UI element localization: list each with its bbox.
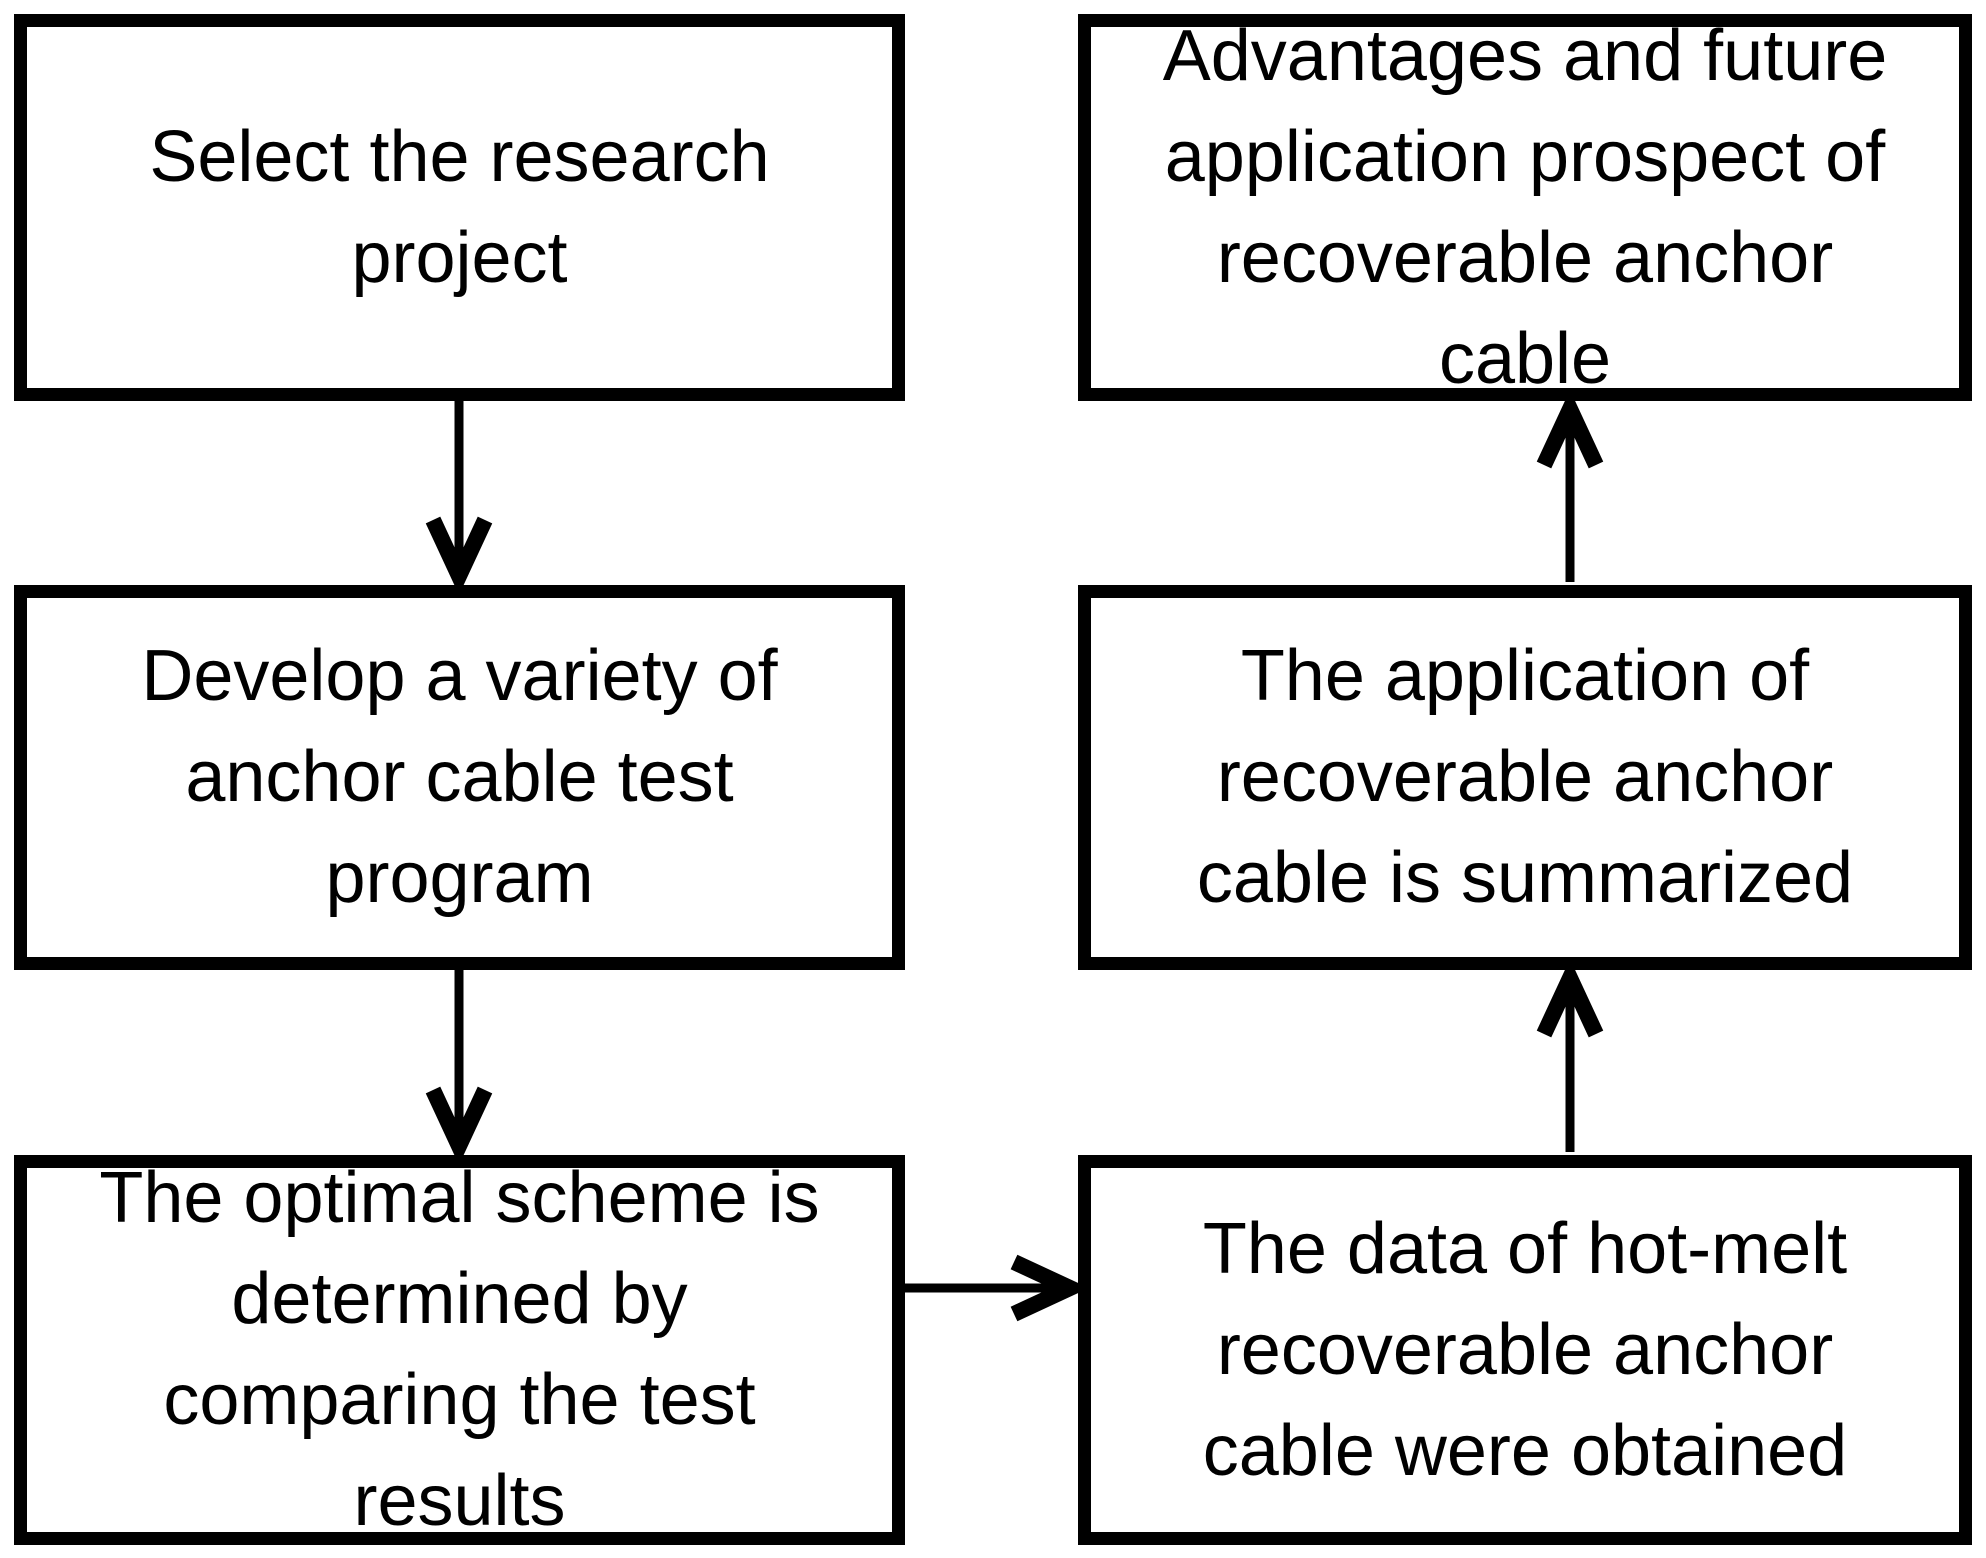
box-text-line: recoverable anchor [1216, 737, 1834, 817]
box-text-line: cable [1438, 318, 1612, 399]
box-text-line: application prospect of [1164, 116, 1886, 197]
flow-box-data-obtained: The data of hot-melt recoverable anchor … [1078, 1155, 1972, 1545]
flow-box-application-summarized: The application of recoverable anchor ca… [1078, 585, 1972, 970]
flow-box-advantages-future-prospect: Advantages and future application prospe… [1078, 14, 1972, 401]
box-text-line: results [353, 1461, 566, 1541]
box-text-line: Select the research [149, 116, 770, 197]
box-text-line: cable were obtained [1202, 1410, 1848, 1491]
arrow-select-to-develop [425, 399, 493, 595]
box-text-line: Develop a variety of [141, 636, 778, 716]
box-text-line: The data of hot-melt [1202, 1208, 1848, 1289]
box-text-line: The optimal scheme is [99, 1158, 820, 1238]
box-text-line: Advantages and future [1162, 15, 1888, 96]
arrow-optimal-to-data [902, 1254, 1089, 1322]
box-text-line: recoverable anchor [1216, 1309, 1834, 1390]
box-text-line: anchor cable test [185, 737, 734, 817]
box-text-line: cable is summarized [1196, 838, 1854, 918]
box-text-line: determined by [231, 1259, 688, 1339]
arrow-summary-to-prospect [1536, 390, 1604, 582]
flow-box-select-research-project: Select the research project [14, 14, 905, 401]
flow-box-optimal-scheme-determined: The optimal scheme is determined by comp… [14, 1155, 905, 1545]
box-text-line: The application of [1240, 636, 1810, 716]
arrow-data-to-summary [1536, 959, 1604, 1152]
box-text-line: project [351, 217, 568, 298]
flow-box-develop-test-program: Develop a variety of anchor cable test p… [14, 585, 905, 970]
box-text-line: comparing the test [163, 1360, 756, 1440]
box-text-line: program [325, 838, 594, 918]
arrow-develop-to-optimal [425, 968, 493, 1165]
box-text-line: recoverable anchor [1216, 217, 1834, 298]
